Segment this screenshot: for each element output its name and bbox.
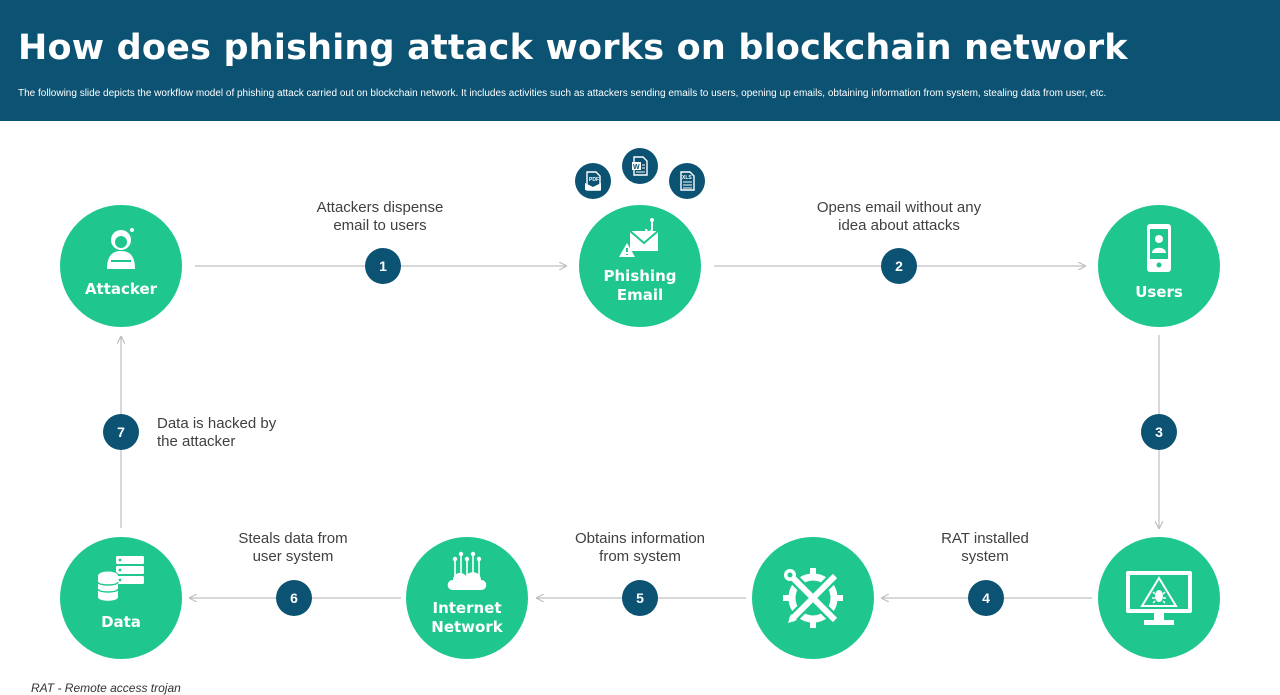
internet-network-label: Internet Network (431, 599, 503, 636)
smartphone-user-icon (1098, 223, 1220, 273)
users-label: Users (1135, 283, 1183, 301)
pdf-label: PDF (589, 177, 599, 183)
wrench-pencil-gear-icon (752, 564, 874, 632)
word-document-icon: W (622, 148, 658, 184)
excel-document-icon: XLS (669, 163, 705, 199)
hooded-hacker-icon (60, 225, 182, 269)
step-4-badge: 4 (968, 580, 1004, 616)
phishing-email-label: Phishing Email (603, 267, 677, 304)
step-7-badge: 7 (103, 414, 139, 450)
excel-label: XLS (682, 175, 692, 181)
step-7-text: Data is hacked by the attacker (157, 415, 277, 450)
phishing-email-node: Phishing Email (579, 205, 701, 327)
internet-network-node: Internet Network (406, 537, 528, 659)
page-title: How does phishing attack works on blockc… (18, 28, 1128, 68)
database-server-icon (60, 555, 182, 601)
header-banner: How does phishing attack works on blockc… (0, 0, 1280, 121)
users-node: Users (1098, 205, 1220, 327)
step-3-badge: 3 (1141, 414, 1177, 450)
step-2-badge: 2 (881, 248, 917, 284)
data-label: Data (101, 613, 141, 631)
step-4-text: RAT installed system (941, 530, 1029, 565)
step-6-text: Steals data from user system (238, 530, 348, 565)
step-6-badge: 6 (276, 580, 312, 616)
data-node: Data (60, 537, 182, 659)
attacker-label: Attacker (84, 280, 158, 298)
tools-node (752, 537, 874, 659)
step-2-text: Opens email without any idea about attac… (816, 199, 982, 234)
step-1-text: Attackers dispense email to users (316, 199, 444, 234)
pdf-document-icon: PDF (575, 163, 611, 199)
word-label: W (633, 164, 640, 171)
step-5-badge: 5 (622, 580, 658, 616)
infected-monitor-node (1098, 537, 1220, 659)
footnote: RAT - Remote access trojan (31, 681, 181, 695)
step-1-badge: 1 (365, 248, 401, 284)
page-subtitle: The following slide depicts the workflow… (18, 88, 1107, 99)
monitor-bug-warning-icon (1098, 569, 1220, 627)
email-hook-warning-icon (579, 217, 701, 259)
attacker-node: Attacker (60, 205, 182, 327)
step-5-text: Obtains information from system (574, 530, 706, 565)
cloud-network-icon (406, 550, 528, 594)
